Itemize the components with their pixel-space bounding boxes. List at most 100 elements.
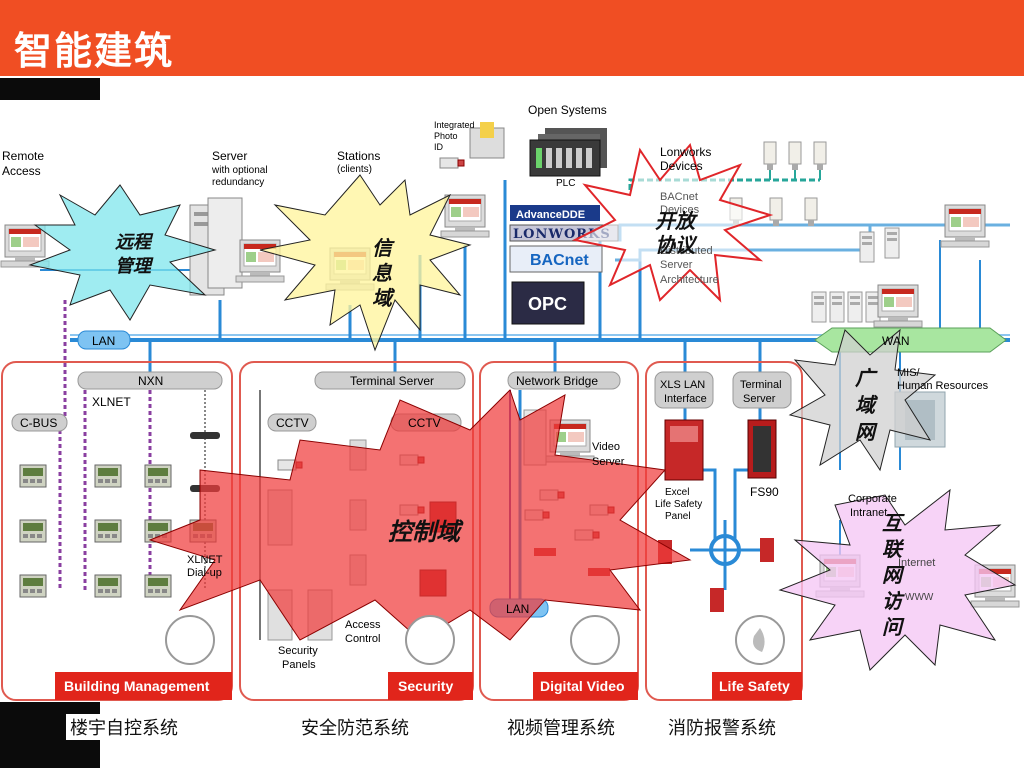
label-distributed-2: Server: [660, 259, 693, 271]
black-bar-top: [0, 78, 100, 100]
label-cctv-a: CCTV: [276, 416, 309, 430]
zone-label-internet-2: 联: [882, 537, 905, 561]
label-access-control-2: Control: [345, 633, 380, 645]
photo-id-device: [439, 122, 505, 169]
zone-label-control: 控制域: [388, 517, 464, 546]
page-title: 智能建筑: [14, 29, 175, 73]
label-remote-access-2: Access: [2, 164, 41, 178]
section-tabs: Building Management Security Digital Vid…: [55, 615, 802, 700]
label-server-3: redundancy: [212, 177, 264, 188]
zone-label-info-2: 息: [372, 261, 393, 285]
plc-rack: [529, 128, 607, 177]
zone-label-open-1: 开放: [655, 209, 698, 233]
distributed-server-towers: [811, 204, 990, 328]
label-cbus: C-BUS: [20, 416, 57, 430]
label-stations-2: (clients): [337, 164, 372, 175]
zone-label-info-3: 域: [372, 286, 395, 310]
lonworks-devices: [763, 141, 827, 171]
label-excel-3: Panel: [665, 511, 691, 522]
label-security-panels-1: Security: [278, 645, 318, 657]
label-network-bridge: Network Bridge: [516, 374, 598, 388]
label-xls-lan-2: Interface: [664, 393, 707, 405]
zone-internet: [778, 488, 1017, 671]
label-server-2: with optional: [211, 165, 268, 176]
zone-control: [148, 389, 692, 641]
caption-security: 安全防范系统: [297, 714, 413, 740]
label-internet: Internet: [898, 557, 935, 569]
label-stations: Stations: [337, 149, 380, 163]
label-nxn: NXN: [138, 374, 163, 388]
label-lan-bottom: LAN: [506, 602, 529, 616]
caption-video: 视频管理系统: [503, 714, 619, 740]
zone-wan: [788, 328, 937, 472]
label-excel-1: Excel: [665, 487, 689, 498]
station-pc-2: [440, 194, 490, 238]
fan-icon: [165, 615, 215, 665]
zone-labels: 远程 管理 信 息 域 开放 协议 广 域 网 控制域 互 联 网 访 问: [115, 209, 905, 639]
zone-info: [259, 174, 472, 352]
label-xlnet: XLNET: [92, 395, 131, 409]
label-lan-top: LAN: [92, 334, 115, 348]
label-bacnet-2: Devices: [660, 204, 700, 216]
label-corporate-2: Intranet: [850, 507, 887, 519]
tab-building-management: Building Management: [64, 678, 210, 694]
zone-remote: [28, 184, 217, 321]
logo-opc: OPC: [528, 294, 567, 314]
camera-icon: [405, 615, 455, 665]
tab-life-safety: Life Safety: [719, 678, 790, 694]
label-photo-3: ID: [434, 142, 444, 152]
caption-building-automation: 楼宇自控系统: [66, 714, 182, 740]
zone-label-internet-5: 问: [882, 615, 905, 639]
label-video-server-1: Video: [592, 441, 620, 453]
label-terminal-server: Terminal Server: [350, 374, 434, 388]
label-www: WWW: [905, 592, 934, 603]
zone-label-info-1: 信: [372, 236, 395, 260]
protocol-logos: AdvanceDDE LONWORKS BACnet OPC: [509, 205, 619, 325]
zone-label-wan-3: 网: [855, 420, 878, 444]
caption-fire-alarm: 消防报警系统: [664, 714, 780, 740]
zone-label-remote-2: 管理: [115, 256, 154, 277]
header-bar: [0, 0, 1024, 76]
label-xls-lan-1: XLS LAN: [660, 379, 705, 391]
label-remote-access-1: Remote: [2, 149, 44, 163]
label-terminal-server2-1: Terminal: [740, 379, 782, 391]
label-xlnet-dialup-2: Dial-up: [187, 567, 222, 579]
label-distributed-3: Architecture: [660, 274, 719, 286]
zone-label-wan-1: 广: [855, 366, 878, 390]
label-terminal-server2-2: Server: [743, 393, 776, 405]
label-bacnet-1: BACnet: [660, 191, 698, 203]
label-fs90: FS90: [750, 485, 779, 499]
label-lonworks-1: Lonworks: [660, 145, 711, 159]
label-access-control-1: Access: [345, 619, 381, 631]
label-mis-2: Human Resources: [897, 380, 989, 392]
label-distributed-1: Distributed: [660, 245, 713, 257]
zone-label-open-2: 协议: [655, 233, 698, 257]
label-server: Server: [212, 149, 247, 163]
diagram-labels: Remote Access Server with optional redun…: [2, 103, 989, 671]
label-corporate-1: Corporate: [848, 493, 897, 505]
logo-bacnet: BACnet: [530, 252, 589, 269]
tab-digital-video: Digital Video: [540, 678, 625, 694]
label-video-server-2: Server: [592, 456, 625, 468]
zone-label-remote-1: 远程: [115, 232, 154, 253]
label-mis-1: MIS/: [897, 367, 921, 379]
label-wan: WAN: [882, 334, 910, 348]
tab-security: Security: [398, 678, 453, 694]
label-excel-2: Life Safety: [655, 499, 702, 510]
camera-icon-2: [570, 615, 620, 665]
label-lonworks-2: Devices: [660, 159, 703, 173]
label-photo-1: Integrated: [434, 120, 475, 130]
zone-label-internet-3: 网: [882, 563, 905, 587]
label-cctv-b: CCTV: [408, 416, 441, 430]
label-security-panels-2: Panels: [282, 659, 316, 671]
zone-label-internet-4: 访: [882, 589, 905, 613]
zone-label-internet-1: 互: [882, 511, 905, 535]
label-plc: PLC: [556, 178, 575, 189]
label-photo-2: Photo: [434, 131, 458, 141]
zone-open: [571, 142, 774, 303]
zone-label-wan-2: 域: [855, 393, 878, 417]
label-xlnet-dialup-1: XLNET: [187, 554, 223, 566]
label-open-systems: Open Systems: [528, 103, 607, 117]
logo-advancedde: AdvanceDDE: [516, 209, 585, 221]
